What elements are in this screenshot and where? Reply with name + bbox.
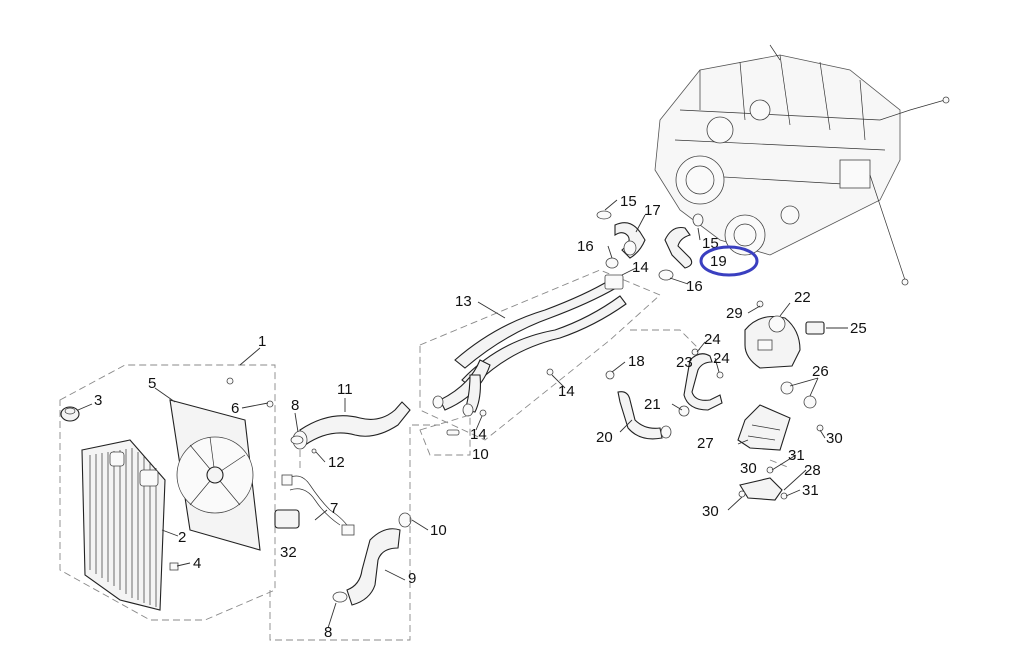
hoses-upper	[596, 210, 704, 281]
callout-13: 13	[455, 293, 472, 310]
callout-16-right: 16	[686, 278, 703, 295]
radiator-core	[81, 439, 166, 611]
callout-17: 17	[644, 202, 661, 219]
upper-hose-11	[292, 401, 411, 450]
callout-14-mid: 14	[558, 383, 575, 400]
callout-20: 20	[596, 429, 613, 446]
radiator-cap	[60, 406, 80, 422]
callout-31-upper: 31	[788, 447, 805, 464]
callout-30-mid: 30	[740, 460, 757, 477]
highlight-ellipse-19	[699, 245, 759, 277]
mount-bushings	[169, 377, 317, 571]
callout-10-lower: 10	[430, 522, 447, 539]
lower-hose-9	[346, 512, 412, 606]
callout-24-lower: 24	[713, 350, 730, 367]
leader-lines	[77, 199, 848, 629]
callout-25: 25	[850, 320, 867, 337]
callout-8-lower: 8	[324, 624, 332, 641]
callout-30-right: 30	[826, 430, 843, 447]
callout-28: 28	[804, 462, 821, 479]
expansion-tank	[744, 300, 825, 409]
fan-resistor	[274, 509, 300, 529]
fan-motor-harness	[281, 474, 355, 536]
callout-14-lower: 14	[470, 426, 487, 443]
callout-3: 3	[94, 392, 102, 409]
callout-26: 26	[812, 363, 829, 380]
callout-labels: 1 2 3 4 5 6 7 8 8 9 10 10 11 12 13 14 14…	[94, 193, 867, 641]
engine-block	[654, 44, 950, 286]
callout-15-left: 15	[620, 193, 637, 210]
hose-dash-lines	[269, 424, 440, 641]
callout-22: 22	[794, 289, 811, 306]
callout-2: 2	[178, 529, 186, 546]
small-pipe-14-10	[419, 368, 554, 456]
hose-clamp-8	[290, 435, 348, 603]
callout-9: 9	[408, 570, 416, 587]
tank-bracket	[737, 404, 824, 501]
callout-5: 5	[148, 375, 156, 392]
radiator-assembly-frame	[59, 364, 276, 621]
callout-32: 32	[280, 544, 297, 561]
callout-1: 1	[258, 333, 266, 350]
coolant-pipe-assembly	[419, 269, 661, 441]
callout-21: 21	[644, 396, 661, 413]
callout-16-left: 16	[577, 238, 594, 255]
callout-6: 6	[231, 400, 239, 417]
callout-10-upper: 10	[472, 446, 489, 463]
callout-12: 12	[328, 454, 345, 471]
callout-27: 27	[697, 435, 714, 452]
hoses-lower-right	[605, 329, 724, 440]
callout-24-upper: 24	[704, 331, 721, 348]
callout-14-upper: 14	[632, 259, 649, 276]
callout-4: 4	[193, 555, 201, 572]
callout-31-lower: 31	[802, 482, 819, 499]
callout-18: 18	[628, 353, 645, 370]
callout-29: 29	[726, 305, 743, 322]
callout-19: 19	[710, 253, 727, 270]
callout-30-lower: 30	[702, 503, 719, 520]
callout-7: 7	[330, 500, 338, 517]
callout-11: 11	[337, 381, 353, 398]
callout-23: 23	[676, 354, 693, 371]
callout-8-upper: 8	[291, 397, 299, 414]
fan-shroud	[169, 399, 261, 551]
